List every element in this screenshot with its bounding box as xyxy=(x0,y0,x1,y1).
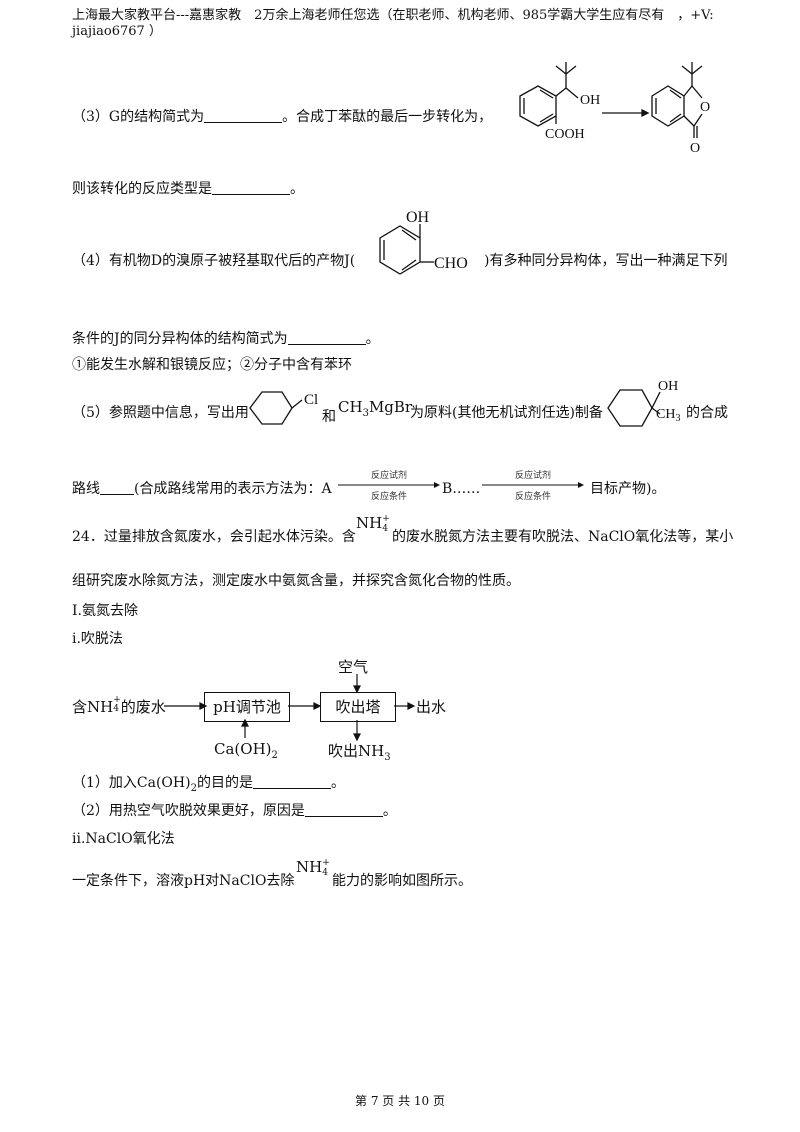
q5-text-c: 的合成 xyxy=(686,405,728,421)
cl-label: Cl xyxy=(304,392,318,408)
reactant-cooh: COOH xyxy=(545,127,585,142)
section-i-heading: I.氨氮去除 xyxy=(72,603,138,619)
target-alcohol-structure: OH CH3 xyxy=(607,379,680,427)
answer-blank[interactable] xyxy=(252,774,331,789)
route-end: 目标产物)。 xyxy=(590,481,666,497)
q4-structure-j: OH CHO xyxy=(379,209,468,275)
q5-and: 和 xyxy=(322,409,336,425)
route-b: B…… xyxy=(442,481,481,497)
q5-text-b: 为原料(其他无机试剂任选)制备 xyxy=(410,405,603,421)
q3-line-2: 则该转化的反应类型是。 xyxy=(72,180,304,197)
q24-line-2: 组研究废水除氮方法，测定废水中氨氮含量，并探究含氮化合物的性质。 xyxy=(72,573,520,589)
subsection-ii: ii.NaClO氧化法 xyxy=(72,831,175,847)
q24-text-b: 的废水脱氮方法主要有吹脱法、NaClO氧化法等，某小 xyxy=(392,529,734,545)
chlorocyclohexane-structure: Cl xyxy=(249,391,318,425)
flow-air: 空气 xyxy=(338,658,369,676)
q5-line-2: 路线(合成路线常用的表示方法为：A xyxy=(72,480,332,497)
q4-text-b: )有多种同分异构体，写出一种满足下列 xyxy=(484,253,728,269)
q24-p2: （2）用热空气吹脱效果更好，原因是。 xyxy=(72,802,397,819)
route-arrow-2: 反应试剂 反应条件 xyxy=(482,468,584,502)
header-line-2: jiajiao6767 ） xyxy=(72,24,162,39)
j-oh: OH xyxy=(406,209,430,226)
grignard-reagent: CH3MgBr xyxy=(338,398,413,419)
answer-blank[interactable] xyxy=(100,480,134,495)
route-arrow-1: 反应试剂 反应条件 xyxy=(338,468,440,502)
answer-blank[interactable] xyxy=(304,802,383,817)
q3-text: （3）G的结构简式为。合成丁苯酞的最后一步转化为， xyxy=(72,108,493,125)
page-footer: 第 7 页 共 10 页 xyxy=(355,1094,445,1108)
q4-text-a: （4）有机物D的溴原子被羟基取代后的产物J( xyxy=(72,253,356,269)
q24-p1: （1）加入Ca(OH)2的目的是。 xyxy=(72,774,345,794)
q24-p3-a: 一定条件下，溶液pH对NaClO去除 xyxy=(72,873,295,889)
target-oh: OH xyxy=(658,379,678,394)
flow-output: 出水 xyxy=(416,698,447,716)
product-carbonyl-o: O xyxy=(690,141,700,156)
answer-blank[interactable] xyxy=(287,330,366,345)
q4-conditions: ①能发生水解和银镜反应；②分子中含有苯环 xyxy=(72,357,352,373)
flow-caoh2: Ca(OH)2 xyxy=(214,740,278,761)
nh4-ion: NH+4 xyxy=(356,514,390,534)
header-line-1: 上海最大家教平台---嘉惠家教 2万余上海老师任您选（在职老师、机构老师、985… xyxy=(72,8,714,23)
stripping-tower-box: 吹出塔 xyxy=(320,692,396,722)
q24-text-a: 24．过量排放含氮废水，会引起水体污染。含 xyxy=(72,529,356,545)
p3-nh4-ion: NH+4 xyxy=(296,858,330,878)
reactant-oh: OH xyxy=(580,93,600,108)
ph-adjust-tank-box: pH调节池 xyxy=(204,692,290,722)
subsection-i: i.吹脱法 xyxy=(72,631,123,647)
product-ring-o: O xyxy=(700,100,710,115)
q24-p3-b: 能力的影响如图所示。 xyxy=(332,873,472,889)
flow-nh3: 吹出NH3 xyxy=(328,742,391,763)
flow-arrows xyxy=(164,674,416,742)
arrow-line xyxy=(338,482,440,488)
j-cho: CHO xyxy=(434,255,468,272)
arrow-line xyxy=(482,482,584,488)
answer-blank[interactable] xyxy=(212,180,290,195)
target-ch3: CH3 xyxy=(656,407,680,424)
q3-reaction-scheme: OH COOH O O xyxy=(519,62,710,156)
answer-blank[interactable] xyxy=(204,108,283,123)
q4-line-2: 条件的J的同分异构体的结构简式为。 xyxy=(72,330,380,347)
q5-text-a: （5）参照题中信息，写出用 xyxy=(72,405,249,421)
